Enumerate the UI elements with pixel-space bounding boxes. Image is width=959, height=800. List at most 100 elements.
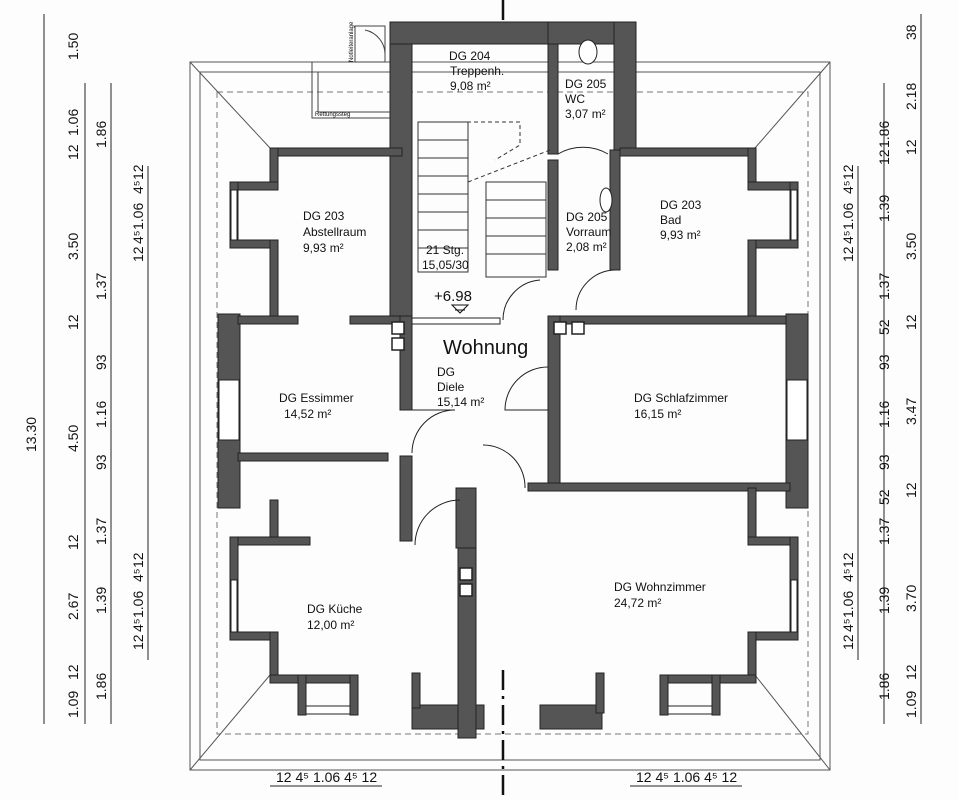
room-line: 12,00 m² [307,618,354,632]
dim-seg: 12 [65,534,81,550]
room-line: DG 205 [565,77,607,91]
room-line: DG Wohnzimmer [614,580,706,594]
dim-bottom-left: 12 4⁵ 1.06 4⁵ 12 [276,769,377,785]
room-line: DG 204 [449,49,491,63]
dim-seg: 12 [130,246,146,262]
dim-seg: 4⁵ [840,230,856,244]
dim-seg: 93 [93,454,109,470]
dim-seg: 1.16 [876,401,892,428]
dim-total: 13.30 [23,417,39,452]
room-essimmer: DG Essimmer 14,52 m² [279,391,354,421]
room-kueche: DG Küche 12,00 m² [307,602,363,632]
room-line: 15,14 m² [437,395,484,409]
room-abstellraum: DG 203 Abstellraum 9,93 m² [303,209,366,255]
dim-left-inner: 12 4⁵ 1.06 4⁵ 12 12 4⁵ 1.06 4⁵ 12 [130,164,146,650]
room-line: 9,08 m² [450,79,491,93]
doors [411,146,616,546]
dim-seg: 1.06 [65,109,81,136]
dim-seg: 52 [876,489,892,505]
room-schlafzimmer: DG Schlafzimmer 16,15 m² [634,391,728,421]
dim-seg: 1.06 [130,591,146,618]
room-line: 3,07 m² [565,107,606,121]
dim-left-outer: 13.30 1.50 3.50 4.50 2.67 1.09 [23,33,81,718]
room-line: DG Essimmer [279,391,354,405]
dim-seg: 1.39 [93,587,109,614]
dim-seg: 12 [840,552,856,568]
dim-seg: 3.47 [903,398,919,425]
dim-seg: 93 [876,354,892,370]
room-line: Abstellraum [303,225,366,239]
stair-ratio: 15,05/30 [422,258,469,272]
dim-seg: 12 [903,664,919,680]
dim-seg: 1.09 [903,691,919,718]
room-line: DG Schlafzimmer [634,391,728,405]
dim-seg: 4⁵ [130,568,146,582]
dim-seg: 12 [130,552,146,568]
room-line: 2,08 m² [566,240,607,254]
room-treppenhaus: DG 204 Treppenh. 9,08 m² [449,49,504,93]
dim-seg: 1.86 [876,121,892,148]
dim-left-middle: 1.06 12 1.86 1.37 12 93 1.16 93 12 1.37 … [65,109,109,700]
dim-seg: 12 [903,482,919,498]
dim-seg: 38 [903,24,919,40]
room-line: 9,93 m² [660,228,701,242]
dim-seg: 1.16 [93,401,109,428]
dim-seg: 4⁵ [130,230,146,244]
dim-seg: 3.70 [903,585,919,612]
dim-seg: 1.06 [840,591,856,618]
dim-seg: 2.67 [65,593,81,620]
room-wc: DG 205 WC 3,07 m² [565,77,607,121]
dim-seg: 12 [840,164,856,180]
dim-seg: 1.39 [876,195,892,222]
room-line: DG 203 [660,198,702,212]
room-line: DG [437,365,455,379]
level-marker: +6.98 [434,288,472,305]
roof-outline [189,61,831,771]
roof-hatch [311,25,390,119]
dim-seg: 1.09 [65,691,81,718]
dim-right-outer: 38 2.18 12 3.50 12 3.47 12 3.70 12 1.09 [903,24,919,718]
dim-seg: 4.50 [65,425,81,452]
dim-seg: 12 [903,139,919,155]
sanitary-fixtures [578,39,613,213]
room-line: DG 205 [566,210,608,224]
dim-seg: 4⁵ [840,618,856,632]
room-line: 9,93 m² [303,241,344,255]
dim-seg: 4⁵ [840,180,856,194]
room-line: 24,72 m² [614,596,661,610]
dim-seg: 1.37 [876,518,892,545]
chimney-flues [391,321,585,597]
dim-seg: 1.06 [130,203,146,230]
dim-seg: 12 [840,634,856,650]
room-line: Treppenh. [450,64,504,78]
room-line: 14,52 m² [284,407,331,421]
dim-seg: 12 [130,634,146,650]
dim-bottom-right: 12 4⁵ 1.06 4⁵ 12 [636,769,737,785]
dim-seg: 12 [65,144,81,160]
staircase [417,121,551,278]
dim-seg: 4⁵ [130,618,146,632]
room-line: DG 203 [303,209,345,223]
dim-seg: 12 [903,314,919,330]
dim-right-inner: 12 4⁵ 1.06 4⁵ 12 12 4⁵ 1.06 4⁵ 12 [840,164,856,650]
dimension-lines [43,14,922,787]
dim-seg: 3.50 [903,233,919,260]
dim-seg: 1.86 [93,121,109,148]
dim-seg: 12 [130,164,146,180]
room-line: Diele [437,380,465,394]
hatch-label: Notleiteranlage [349,21,355,62]
dim-seg: 1.37 [876,273,892,300]
dim-seg: 12 [840,246,856,262]
level-triangle-icon [450,304,470,314]
dim-seg: 2.18 [903,83,919,110]
plan-title: Wohnung [443,337,528,359]
room-line: Bad [660,213,681,227]
dim-seg: 1.50 [65,33,81,60]
railing-label: Rettungssteg [315,112,350,118]
room-line: WC [565,92,585,106]
dim-right-middle: 1.86 12 1.39 1.37 52 93 1.16 93 52 1.37 … [876,121,892,700]
dim-seg: 93 [93,354,109,370]
room-bad: DG 203 Bad 9,93 m² [660,198,702,242]
dim-seg: 4⁵ [130,180,146,194]
